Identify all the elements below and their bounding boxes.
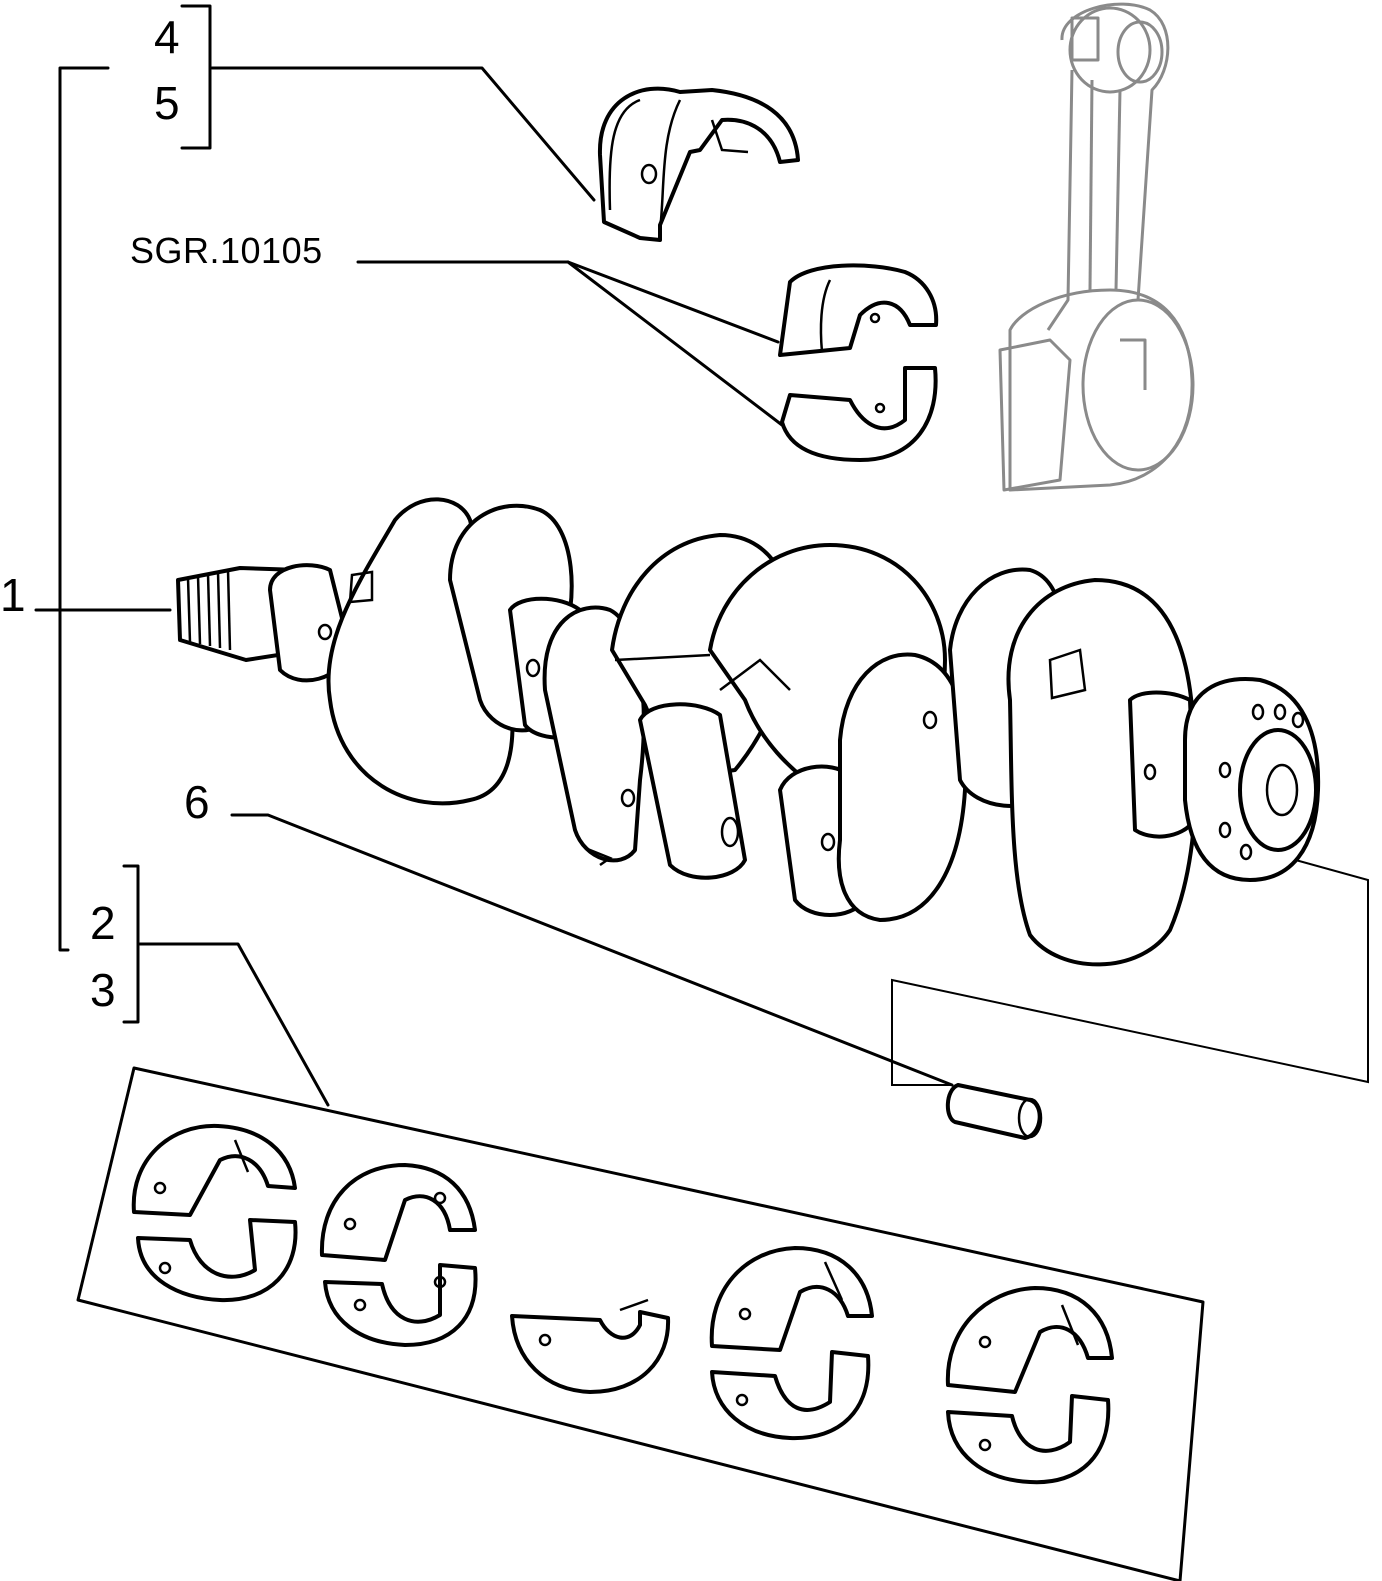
bracket-items-4-5 — [180, 4, 596, 202]
main-bearing-set-panel — [76, 1066, 1205, 1581]
main-bearing-pair-5 — [945, 1286, 1114, 1485]
bracket-item-1 — [34, 66, 172, 952]
crankshaft — [176, 497, 1321, 967]
callout-5: 5 — [154, 77, 180, 129]
callout-6: 6 — [184, 776, 210, 828]
callout-2: 2 — [90, 897, 116, 949]
dowel-pin — [945, 1083, 1043, 1140]
callout-3: 3 — [90, 964, 116, 1016]
connecting-rod — [998, 2, 1195, 492]
callout-4: 4 — [154, 11, 180, 63]
main-bearing-pair-4 — [709, 1246, 874, 1441]
leader-sgr-10105 — [356, 260, 784, 427]
main-bearing-half-3 — [510, 1298, 671, 1394]
big-end-bearing-shell — [597, 86, 800, 242]
main-bearing-pair-2 — [319, 1163, 478, 1347]
callout-sgr-10105: SGR.10105 — [130, 230, 323, 271]
dowel-pin-bracket — [891, 847, 1369, 1086]
leader-item-6 — [230, 813, 954, 1087]
conrod-bearing-shells — [778, 263, 939, 462]
callout-1: 1 — [0, 569, 26, 621]
bracket-items-2-3 — [122, 864, 330, 1107]
main-bearing-pair-1 — [131, 1123, 298, 1303]
